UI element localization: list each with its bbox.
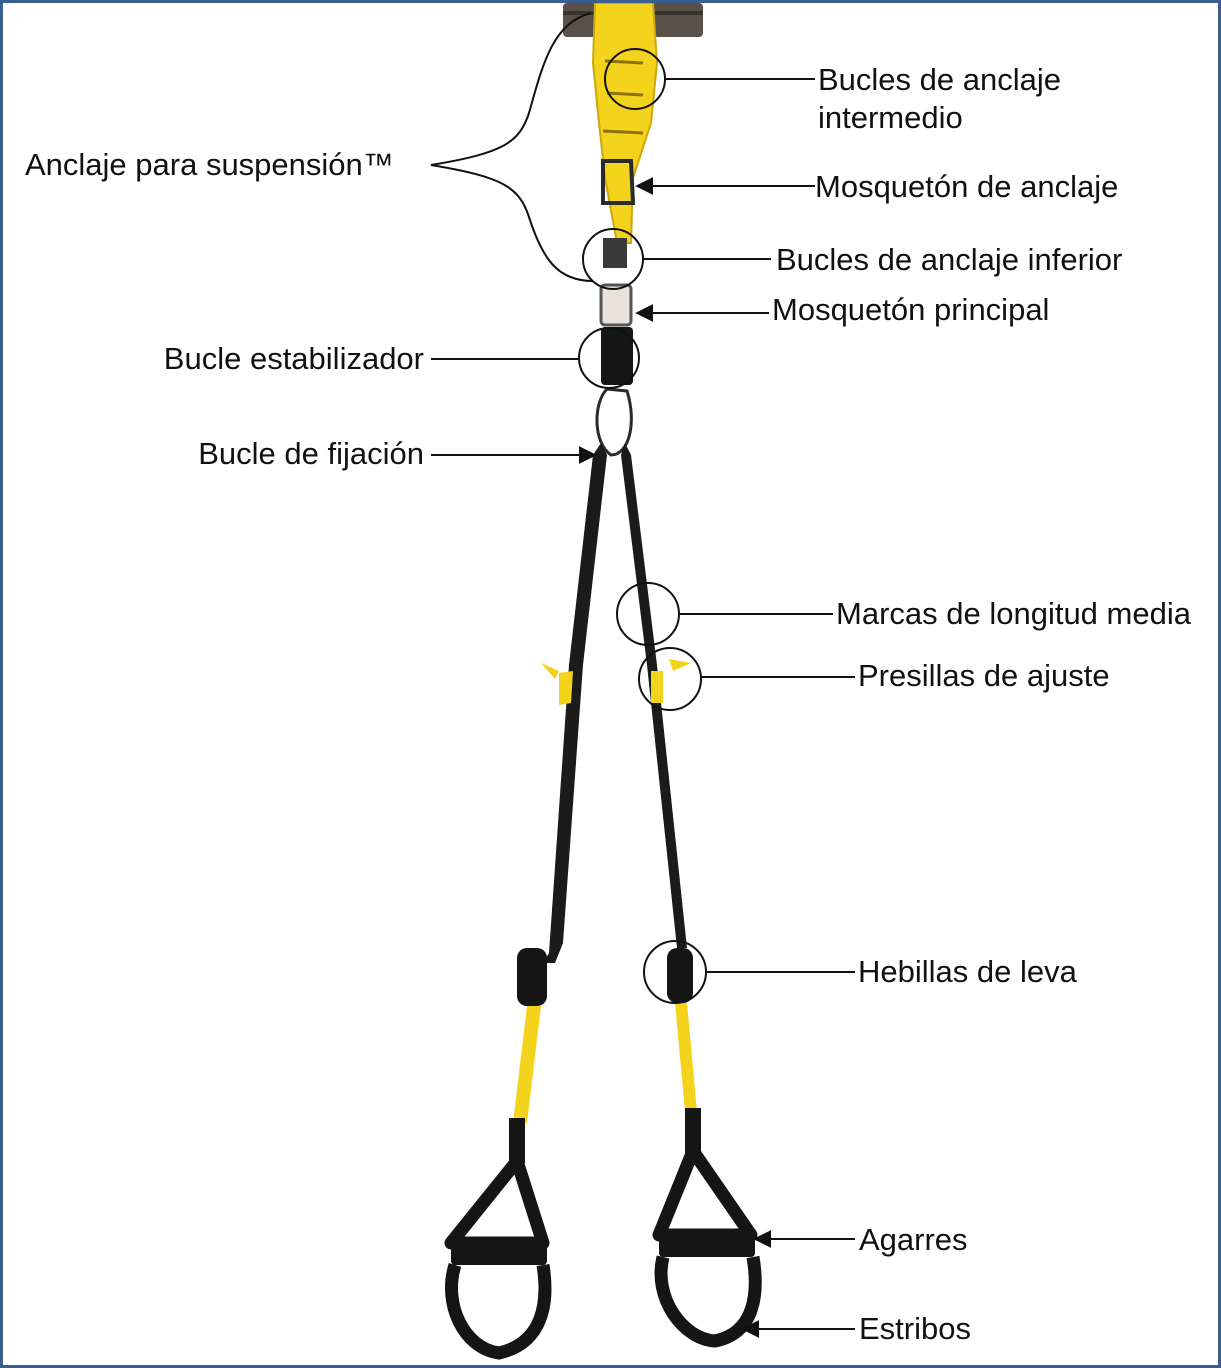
right-yellow-strap xyxy=(675,1003,697,1111)
label-stabilizer-loop: Bucle estabilizador xyxy=(164,341,424,376)
lower-anchor-loop xyxy=(603,238,627,268)
left-strap xyxy=(543,443,607,963)
main-carabiner xyxy=(601,285,631,325)
label-grips: Agarres xyxy=(859,1222,968,1257)
circle-adjustment-tabs xyxy=(639,648,701,710)
label-length-marks: Marcas de longitud media xyxy=(836,596,1192,631)
label-stirrups: Estribos xyxy=(859,1311,971,1346)
callout-lines xyxy=(431,13,855,1329)
label-locking-loop: Bucle de fijación xyxy=(198,436,424,471)
left-cam-buckle xyxy=(517,948,547,1006)
right-cam-buckle xyxy=(667,948,693,1003)
label-cam-buckles: Hebillas de leva xyxy=(858,954,1078,989)
left-yellow-strap xyxy=(513,1006,541,1123)
locking-loop xyxy=(597,389,631,455)
right-handle xyxy=(659,1108,755,1341)
left-adjustment-tab xyxy=(559,671,573,705)
label-suspension-anchor: Anclaje para suspensión™ xyxy=(25,147,394,182)
left-handle xyxy=(451,1118,547,1353)
label-intermediate-loops-1: Bucles de anclaje xyxy=(818,62,1061,97)
label-adjustment-tabs: Presillas de ajuste xyxy=(858,658,1110,693)
suspension-trainer-diagram: Bucles de anclaje intermedio Anclaje par… xyxy=(3,3,1221,1368)
label-intermediate-loops-2: intermedio xyxy=(818,100,963,135)
label-main-carabiner: Mosquetón principal xyxy=(772,292,1049,327)
label-anchor-carabiner: Mosquetón de anclaje xyxy=(815,169,1118,204)
right-adjustment-tab xyxy=(651,671,663,703)
label-lower-anchor-loops: Bucles de anclaje inferior xyxy=(776,242,1122,277)
anchor-strap xyxy=(593,3,657,243)
